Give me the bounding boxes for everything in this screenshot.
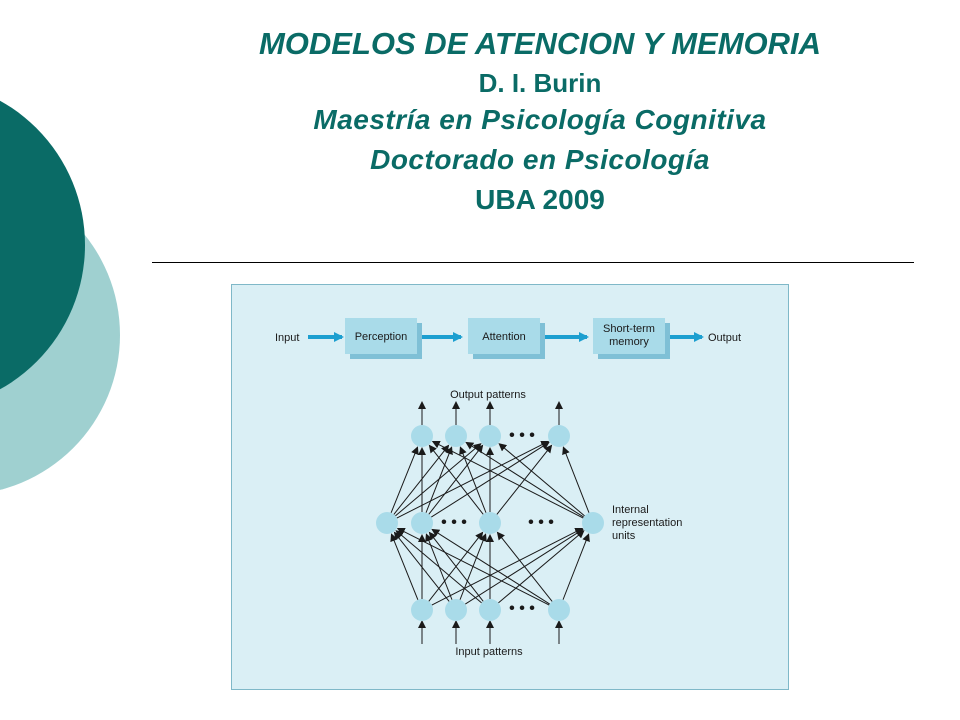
network-output-label: Output patterns <box>450 389 526 401</box>
hidden-unit <box>411 512 433 534</box>
dark-teal-circle <box>0 100 85 390</box>
flow-box-stm-label-1: Short-term <box>603 323 655 335</box>
hidden-to-output-connection <box>465 441 584 518</box>
output-unit <box>445 425 467 447</box>
input-to-hidden-connection <box>496 531 553 602</box>
hidden-unit <box>582 512 604 534</box>
flow-box-attention-label: Attention <box>482 331 525 343</box>
hidden-to-output-connection <box>562 446 590 513</box>
input-to-hidden-connection <box>395 530 482 604</box>
output-row-ellipsis: • • • <box>509 427 535 444</box>
hidden-row-ellipsis-1: • • • <box>441 514 467 531</box>
input-row-ellipsis: • • • <box>509 600 535 617</box>
hidden-to-output-connection <box>395 443 482 517</box>
title-block: MODELOS DE ATENCION Y MEMORIA D. I. Buri… <box>150 22 930 220</box>
author: D. I. Burin <box>478 68 602 98</box>
hidden-unit <box>479 512 501 534</box>
flow-box-attention: Attention <box>468 318 545 359</box>
output-unit <box>548 425 570 447</box>
input-unit <box>411 599 433 621</box>
output-unit <box>479 425 501 447</box>
input-to-hidden-connection <box>431 528 550 605</box>
program-masters: Maestría en Psicología Cognitiva <box>313 104 767 135</box>
hidden-to-output-connection <box>431 440 584 519</box>
input-to-hidden-connection <box>562 533 590 600</box>
output-unit <box>411 425 433 447</box>
input-to-hidden-connection <box>393 531 450 602</box>
input-unit <box>445 599 467 621</box>
hidden-unit <box>376 512 398 534</box>
hidden-units-label-2: representation <box>612 517 682 529</box>
flow-box-stm-label-2: memory <box>609 336 649 348</box>
hidden-row-ellipsis-2: • • • <box>528 514 554 531</box>
divider-line <box>152 262 914 263</box>
slide-title: MODELOS DE ATENCION Y MEMORIA <box>258 26 822 61</box>
figure-panel: Input Perception Attention Short-term me… <box>231 284 789 690</box>
input-unit <box>548 599 570 621</box>
flow-output-label: Output <box>708 332 741 344</box>
input-unit <box>479 599 501 621</box>
hidden-to-output-connection <box>428 444 484 515</box>
hidden-to-output-connection <box>425 446 453 513</box>
network-nodes <box>376 425 604 621</box>
network-connections <box>390 401 590 644</box>
flow-box-short-term-memory: Short-term memory <box>593 318 670 359</box>
hidden-to-output-connection <box>393 444 450 515</box>
diagram-canvas: Input Perception Attention Short-term me… <box>275 318 741 658</box>
input-to-hidden-connection <box>431 527 584 606</box>
input-to-hidden-connection <box>498 530 585 604</box>
flow-box-perception: Perception <box>345 318 422 359</box>
hidden-to-output-connection <box>390 446 419 513</box>
program-doctorate: Doctorado en Psicología <box>370 144 710 175</box>
flow-input-label: Input <box>275 332 299 344</box>
flow-box-perception-label: Perception <box>355 331 408 343</box>
institution-year: UBA 2009 <box>475 184 605 215</box>
hidden-to-output-connection <box>498 443 585 517</box>
hidden-units-label-1: Internal <box>612 504 649 516</box>
hidden-units-label-3: units <box>612 530 636 542</box>
network-input-label: Input patterns <box>455 646 523 658</box>
input-to-hidden-connection <box>396 527 550 606</box>
input-to-hidden-connection <box>428 531 484 602</box>
input-to-hidden-connection <box>390 533 419 600</box>
